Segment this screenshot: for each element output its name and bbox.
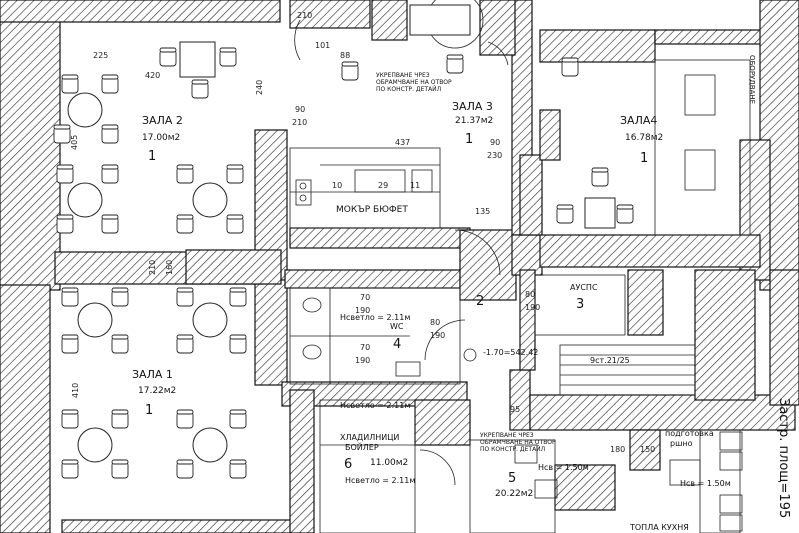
dim-101: 101	[315, 41, 330, 50]
room-height-wc: Нсветло = 2.11м	[340, 313, 410, 322]
dim-90: 90	[295, 105, 305, 114]
room-name-zala3: ЗАЛА 3	[452, 100, 493, 113]
furniture-zala1	[61, 287, 247, 479]
dim-190d: 190	[430, 331, 445, 340]
room-area-zala1: 17.22м2	[138, 386, 176, 396]
room-num-hall: 2	[476, 294, 484, 309]
dim-88: 88	[340, 51, 350, 60]
prep-label: подготовка	[665, 429, 714, 438]
room-name-wc: WC	[390, 322, 404, 331]
dim-10: 10	[332, 181, 342, 190]
kitchen-equipment	[514, 431, 743, 532]
equipment-vertical-label: ОБОРУДВАНЕ	[748, 55, 756, 104]
room-area-zala3: 21.37м2	[455, 116, 493, 126]
room-name-zala4: ЗАЛА4	[620, 114, 657, 127]
dim-180: 180	[610, 445, 625, 454]
dim-210b: 210	[292, 118, 307, 127]
room-num-zala2: 1	[148, 149, 156, 164]
dim-160: 160	[165, 260, 174, 275]
dimension-labels: 225 420 90 210 437 90 230 405 210 160 19…	[70, 11, 655, 454]
dim-90b: 90	[490, 138, 500, 147]
room-name2-cold: БОЙЛЕР	[345, 441, 379, 452]
dim-230: 230	[487, 151, 502, 160]
dim-240: 240	[255, 80, 264, 95]
nsv-label: Нсв = 1.50м	[538, 463, 589, 472]
furniture-zala3-4	[341, 4, 634, 229]
note-top: УКРЕПВАНЕ ЧРЕЗ ОБРАМЧВАНЕ НА ОТВОР ПО КО…	[376, 72, 452, 93]
level-mark: -1.70=542.42	[483, 348, 538, 357]
dim-80: 80	[525, 290, 535, 299]
room-num-wc: 4	[393, 337, 401, 352]
notes: УКРЕПВАНЕ ЧРЕЗ ОБРАМЧВАНЕ НА ОТВОР ПО КО…	[376, 55, 791, 532]
bar-label: МОКЪР БЮФЕТ	[336, 205, 408, 215]
dim-410: 410	[71, 383, 80, 398]
dim-70b: 70	[360, 343, 370, 352]
door-arcs	[294, 0, 509, 486]
dim-150: 150	[640, 445, 655, 454]
dim-11: 11	[410, 181, 420, 190]
dim-210d: 210	[297, 11, 312, 20]
room-height-wc-2: Нсветло = 2.11м	[340, 401, 410, 410]
stairs-label: 9ст.21/25	[590, 356, 630, 365]
room-num-zala4: 1	[640, 151, 648, 166]
wc-fixtures	[302, 297, 421, 377]
room-name-cold: ХЛАДИЛНИЦИ	[340, 433, 399, 442]
dim-225: 225	[93, 51, 108, 60]
room-num-r5: 5	[508, 471, 516, 486]
dim-190b: 190	[355, 356, 370, 365]
dim-210c: 210	[148, 260, 157, 275]
room-area-zala2: 17.00м2	[142, 133, 180, 143]
built-area-label: Застр. площ=195	[776, 398, 791, 518]
room-area-cold: 11.00м2	[370, 458, 408, 468]
room-num-zala3: 1	[465, 132, 473, 147]
bar-counter	[295, 169, 433, 206]
dim-29: 29	[378, 181, 388, 190]
room-labels: ЗАЛА 2 17.00м2 1 ЗАЛА 3 21.37м2 1 ЗАЛА4 …	[132, 100, 663, 499]
room-name-zala1: ЗАЛА 1	[132, 368, 173, 381]
dim-437: 437	[395, 138, 410, 147]
note-bottom: УКРЕПВАНЕ ЧРЕЗ ОБРАМЧВАНЕ НА ОТВОР ПО КО…	[480, 432, 556, 453]
room-name-aus: АУСПС	[570, 283, 598, 292]
nsv-label-2: Нсв = 1.50м	[680, 479, 731, 488]
dim-95: 95	[510, 405, 520, 414]
room-num-cold: 6	[344, 457, 352, 472]
dim-190c: 190	[525, 303, 540, 312]
dim-190a: 190	[355, 306, 370, 315]
dim-70a: 70	[360, 293, 370, 302]
dim-80b: 80	[430, 318, 440, 327]
room-area-r5: 20.22м2	[495, 489, 533, 499]
room-area-zala4: 16.78м2	[625, 133, 663, 143]
furniture-zala2	[53, 41, 244, 234]
room-num-zala1: 1	[145, 403, 153, 418]
room-num-aus: 3	[576, 297, 584, 312]
dim-405: 405	[70, 135, 79, 150]
room-name-zala2: ЗАЛА 2	[142, 114, 183, 127]
dim-135: 135	[475, 207, 490, 216]
prep-label-2: ршно	[670, 439, 693, 448]
room-height-cold: Нсветло = 2.11м	[345, 476, 415, 485]
hot-kitchen-label: ТОПЛА КУХНЯ	[629, 523, 689, 532]
dim-420: 420	[145, 71, 160, 80]
